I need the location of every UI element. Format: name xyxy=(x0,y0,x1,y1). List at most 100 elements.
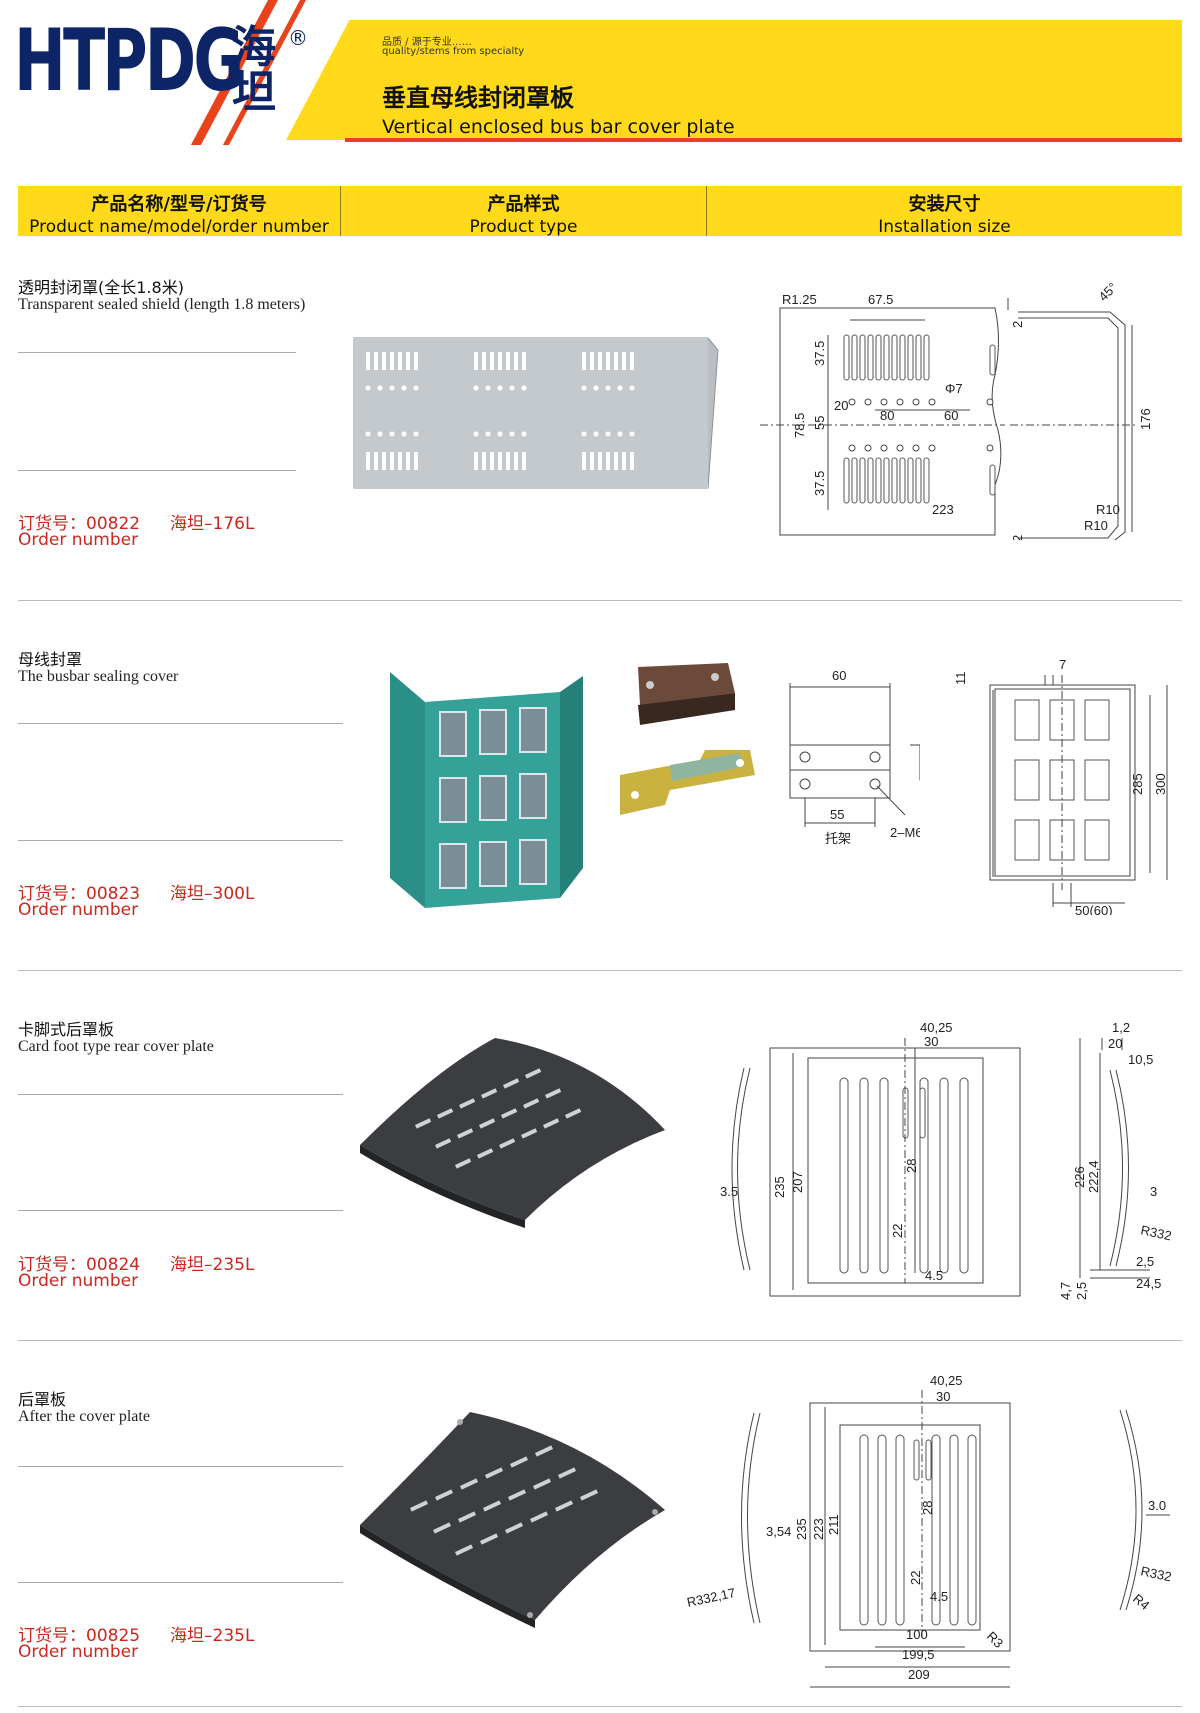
dim-label: R1.25 xyxy=(782,292,817,307)
dim-label: 3.0 xyxy=(1148,1498,1166,1513)
row-separator xyxy=(18,970,1182,971)
dim-label: 2,5 xyxy=(1074,1282,1089,1300)
dim-label: 1,2 xyxy=(1112,1020,1130,1035)
dim-label: 226 xyxy=(1072,1166,1087,1188)
dim-label: 80 xyxy=(880,408,894,423)
tagline-cn: 品质 / 源于专业…… xyxy=(382,37,472,48)
dim-label: 60 xyxy=(832,668,846,683)
dim-label: 3 xyxy=(1150,1184,1157,1199)
dimension-drawing-235-rear-side: 3.0 R332 R4 xyxy=(1119,1409,1173,1613)
dim-label: 209 xyxy=(908,1667,930,1682)
dim-label: 211 xyxy=(826,1514,841,1535)
dim-label: 50(60) xyxy=(1075,903,1113,915)
page-title-en: Vertical enclosed bus bar cover plate xyxy=(382,116,735,138)
dim-label: 30 xyxy=(924,1034,938,1049)
tagline-en: quality/stems from specialty xyxy=(382,46,525,57)
divider xyxy=(18,1210,343,1211)
model-number: 海坦–300L xyxy=(170,884,255,904)
order-number: 订货号：00825 xyxy=(18,1626,141,1646)
dim-label: 235 xyxy=(794,1518,809,1540)
dim-label: 24,5 xyxy=(1136,1276,1161,1291)
dim-label: 78.5 xyxy=(792,413,807,438)
divider xyxy=(18,840,343,841)
dimension-drawing-235-card-side: 1,2 20 10,5 226 222,4 3 R332 2,5 24,5 4,… xyxy=(1058,1020,1173,1300)
brand-logo: HTPDG xyxy=(14,11,244,111)
dim-label: R332 xyxy=(1139,1563,1173,1584)
dim-label: 28 xyxy=(904,1159,919,1173)
dimension-drawing-bracket: 60 55 2–M6 托架 xyxy=(789,668,920,845)
dim-label: Φ7 xyxy=(945,381,963,396)
dimension-drawing-235-rear: 40,25 30 3,54 R332,17 235 223 211 28 22 … xyxy=(686,1375,1011,1688)
dim-label: 100 xyxy=(906,1627,928,1642)
dim-label: 22 xyxy=(890,1224,905,1238)
dim-label: 20 xyxy=(834,398,848,413)
brand-logo-cn: 海坦 xyxy=(232,22,276,118)
dim-label: 28 xyxy=(920,1501,935,1515)
order-number-en: Order number xyxy=(18,530,139,550)
dim-label: 2–M6 xyxy=(890,825,920,840)
product-name-cn: 卡脚式后罩板 xyxy=(18,1020,115,1039)
product-name-en: Transparent sealed shield (length 1.8 me… xyxy=(18,296,306,313)
dim-label: 45° xyxy=(1096,280,1121,304)
dim-label: 176 xyxy=(1138,408,1153,430)
dim-label: 30 xyxy=(936,1389,950,1404)
dim-label: 223 xyxy=(811,1518,826,1540)
dim-label: 300 xyxy=(1153,773,1168,795)
row-separator xyxy=(18,1340,1182,1341)
dim-label: 4,7 xyxy=(1058,1282,1073,1300)
divider xyxy=(18,352,296,353)
dim-label: R10 xyxy=(1096,502,1120,517)
dim-label: 4.5 xyxy=(930,1589,948,1604)
dim-label: 222,4 xyxy=(1086,1160,1101,1193)
order-number: 订货号：00823 xyxy=(18,884,141,904)
dim-label: 4.5 xyxy=(925,1268,943,1283)
dim-label: 55 xyxy=(830,807,844,822)
dim-label: R332,17 xyxy=(686,1585,737,1610)
product-image-rear-cover-plate xyxy=(360,1412,665,1628)
dim-label: 20 xyxy=(1108,1036,1122,1051)
page-title-cn: 垂直母线封闭罩板 xyxy=(382,84,574,112)
dim-label: 10,5 xyxy=(1128,1052,1153,1067)
product-name-en: After the cover plate xyxy=(18,1408,150,1425)
dim-label: 11 xyxy=(953,672,968,686)
dim-label: 235 xyxy=(772,1176,787,1198)
dim-label: 2,5 xyxy=(1136,1254,1154,1269)
model-number: 海坦–235L xyxy=(170,1255,255,1275)
product-name-cn: 母线封罩 xyxy=(18,650,83,669)
dim-label: 2 xyxy=(1010,321,1025,328)
dim-label: 223 xyxy=(932,502,954,517)
product-name-cn: 后罩板 xyxy=(18,1390,67,1409)
dimension-drawing-300: 11 7 285 300 50(60) xyxy=(953,657,1168,915)
dim-label: R4 xyxy=(1130,1591,1152,1613)
order-number-en: Order number xyxy=(18,1271,139,1291)
divider xyxy=(18,1466,343,1467)
dimension-drawing-235-card: 40,25 30 3.5 235 207 28 22 4.5 xyxy=(720,1020,1021,1297)
product-name-en: Card foot type rear cover plate xyxy=(18,1038,214,1055)
product-name-cn: 透明封闭罩(全长1.8米) xyxy=(18,278,184,297)
dim-label: 285 xyxy=(1130,773,1145,795)
product-image-busbar-cover xyxy=(390,672,583,908)
row-separator xyxy=(18,600,1182,601)
product-image-card-foot-plate xyxy=(360,1038,665,1228)
row-separator xyxy=(18,1706,1182,1707)
divider xyxy=(18,1094,343,1095)
divider xyxy=(18,1582,343,1583)
divider xyxy=(18,470,296,471)
dim-label: 199,5 xyxy=(902,1647,935,1662)
dim-label: 40,25 xyxy=(920,1020,953,1035)
registered-mark: ® xyxy=(288,26,308,50)
dim-label: 7 xyxy=(1059,657,1066,672)
product-image-transparent-shield xyxy=(353,337,719,489)
dim-label: 207 xyxy=(790,1171,805,1193)
dim-label: 托架 xyxy=(825,831,851,845)
model-number: 海坦–176L xyxy=(170,514,255,534)
product-image-brackets xyxy=(620,663,755,815)
dim-label: 37.5 xyxy=(812,341,827,366)
dim-label: 3,54 xyxy=(766,1524,791,1539)
order-number: 订货号：00824 xyxy=(18,1255,141,1275)
model-number: 海坦–235L xyxy=(170,1626,255,1646)
order-number-en: Order number xyxy=(18,1642,139,1662)
